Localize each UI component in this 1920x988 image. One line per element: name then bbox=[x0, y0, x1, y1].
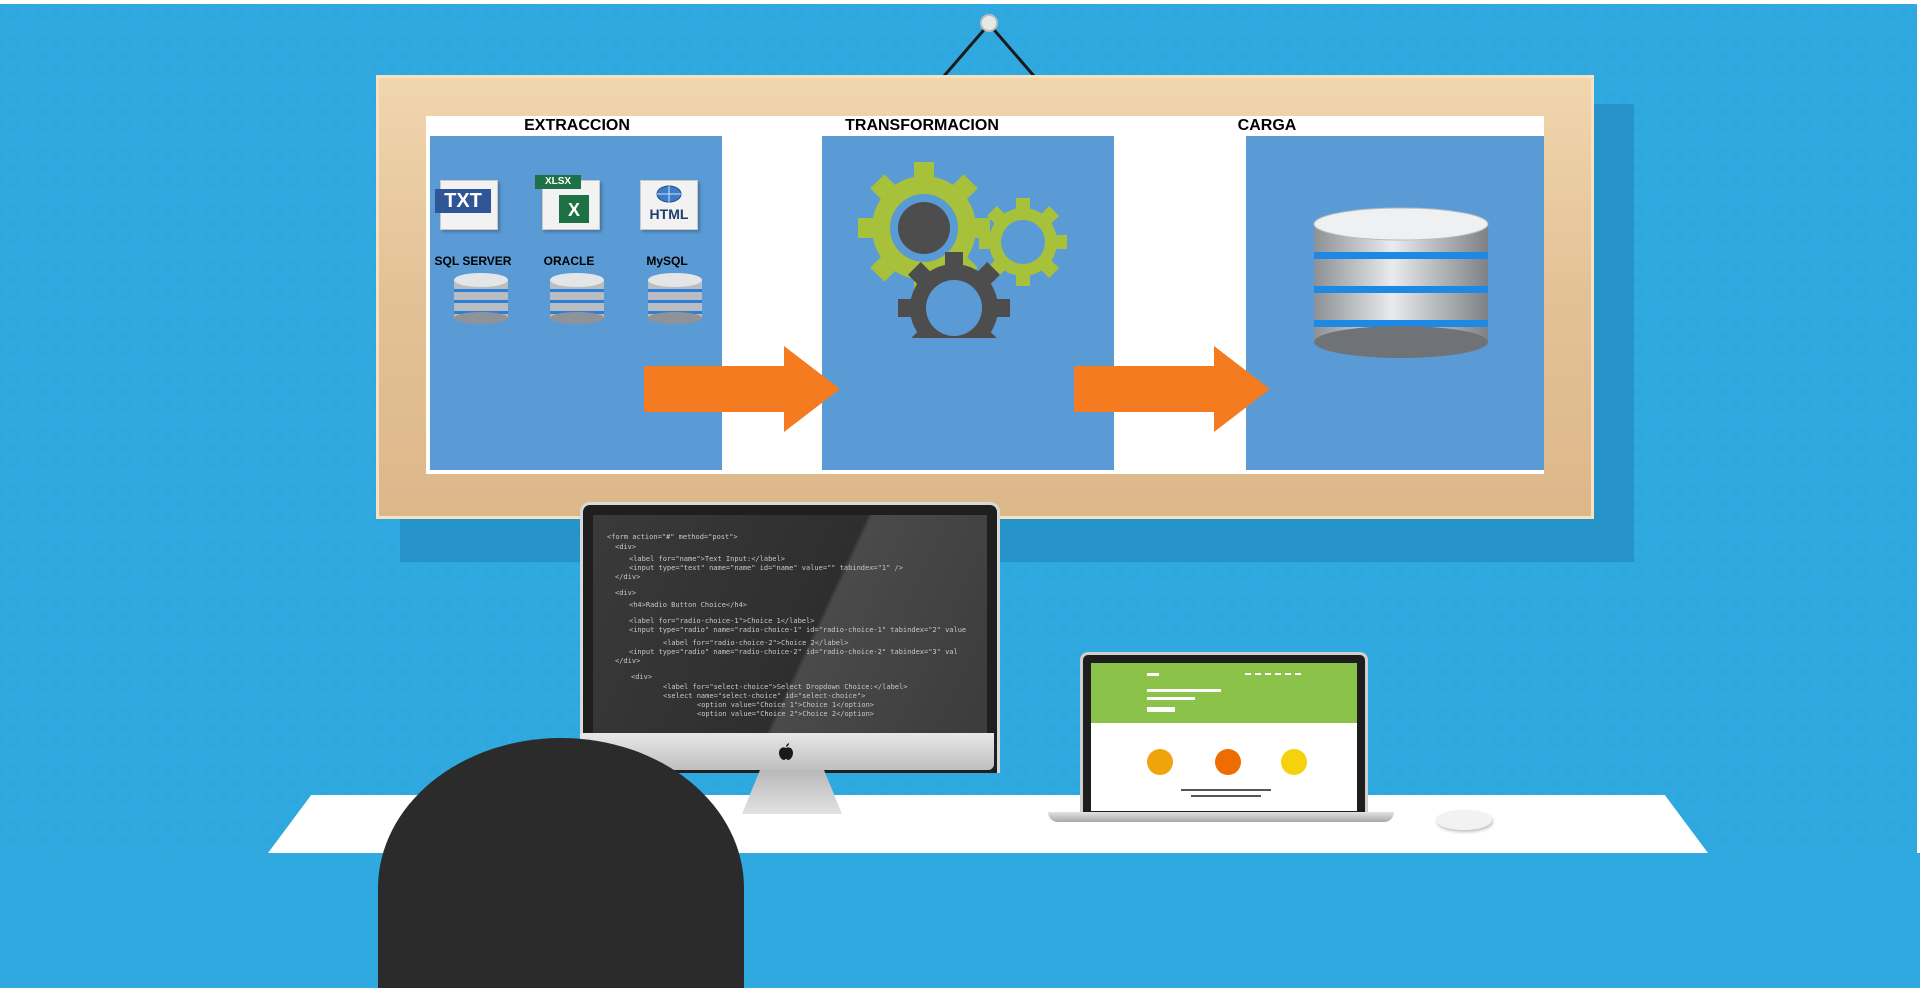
code-line: <option value="Choice 1">Choice 1</optio… bbox=[697, 701, 875, 709]
load-panel bbox=[1246, 136, 1544, 470]
code-line: <input type="radio" name="radio-choice-2… bbox=[629, 648, 958, 656]
globe-icon bbox=[656, 185, 682, 203]
feature-dot bbox=[1147, 749, 1173, 775]
feature-dot bbox=[1215, 749, 1241, 775]
picture-frame: EXTRACCION TRANSFORMACION CARGA TXT XLSX… bbox=[376, 75, 1594, 519]
nail-icon bbox=[980, 14, 998, 32]
database-icon bbox=[454, 273, 508, 324]
txt-file-icon: TXT bbox=[435, 180, 498, 230]
xlsx-file-icon: XLSX X bbox=[535, 175, 600, 230]
stage-title-load: CARGA bbox=[1237, 117, 1297, 134]
mouse bbox=[1436, 810, 1492, 830]
excel-logo-icon: X bbox=[559, 195, 589, 223]
code-line: <label for="radio-choice-2">Choice 2</la… bbox=[663, 639, 849, 647]
transformation-panel bbox=[822, 136, 1114, 470]
svg-text:X: X bbox=[568, 200, 580, 220]
code-line: <label for="radio-choice-1">Choice 1</la… bbox=[629, 617, 815, 625]
code-line: <label for="select-choice">Select Dropdo… bbox=[663, 683, 908, 691]
code-line: <div> bbox=[615, 589, 637, 597]
code-line: <label for="name">Text Input:</label> bbox=[629, 555, 785, 563]
source-label-sqlserver: SQL SERVER bbox=[434, 254, 512, 268]
extraction-panel: TXT XLSX X HTML SQL SERVER ORACLE bbox=[430, 136, 722, 470]
code-line: <input type="text" name="name" id="name"… bbox=[629, 564, 903, 572]
code-line: <input type="radio" name="radio-choice-1… bbox=[629, 626, 967, 634]
database-icon bbox=[1313, 207, 1489, 358]
source-label-mysql: MySQL bbox=[646, 254, 688, 268]
code-line: <form action="#" method="post"> bbox=[607, 533, 738, 541]
website-hero bbox=[1091, 663, 1357, 723]
stage-title-extraction: EXTRACCION bbox=[524, 117, 630, 134]
code-line: <div> bbox=[631, 673, 653, 681]
stage-title-transformation: TRANSFORMACION bbox=[845, 117, 999, 134]
desktop-monitor: <form action="#" method="post"> <div> <l… bbox=[580, 502, 1000, 773]
monitor-screen: <form action="#" method="post"> <div> <l… bbox=[593, 515, 987, 741]
html-file-icon: HTML bbox=[640, 180, 698, 230]
database-icon bbox=[648, 273, 702, 324]
laptop bbox=[1080, 652, 1368, 815]
monitor-stand bbox=[742, 770, 842, 814]
code-line: </div> bbox=[615, 657, 641, 665]
apple-logo-icon bbox=[779, 743, 793, 760]
code-line: <select name="select-choice" id="select-… bbox=[663, 692, 866, 700]
laptop-screen bbox=[1091, 663, 1357, 811]
top-edge bbox=[0, 0, 1920, 4]
code-line: </div> bbox=[615, 573, 641, 581]
etl-diagram: EXTRACCION TRANSFORMACION CARGA TXT XLSX… bbox=[426, 116, 1544, 474]
database-icon bbox=[550, 273, 604, 324]
code-line: <div> bbox=[615, 543, 637, 551]
right-edge bbox=[1917, 0, 1920, 853]
source-label-oracle: ORACLE bbox=[543, 254, 595, 268]
laptop-base bbox=[1048, 812, 1394, 822]
code-line: <h4>Radio Button Choice</h4> bbox=[629, 601, 748, 609]
arrow-icon bbox=[644, 346, 840, 432]
gears-icon bbox=[858, 162, 1067, 338]
feature-dot bbox=[1281, 749, 1307, 775]
code-line: <option value="Choice 2">Choice 2</optio… bbox=[697, 710, 875, 718]
arrow-icon bbox=[1074, 346, 1270, 432]
hanging-string bbox=[942, 14, 1036, 77]
